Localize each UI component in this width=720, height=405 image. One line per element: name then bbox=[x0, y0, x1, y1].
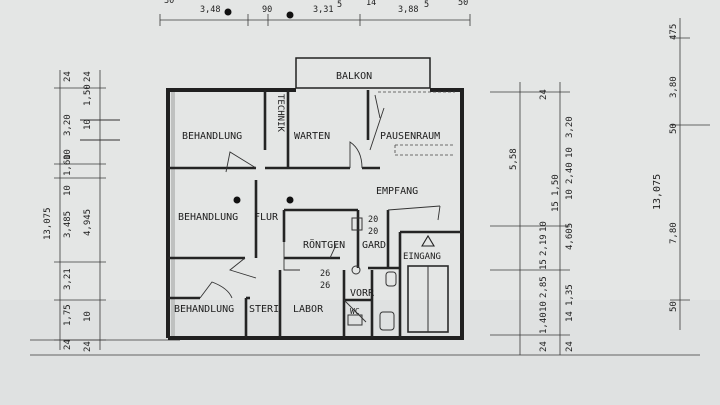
room-label-behandlung-1: BEHANDLUNG bbox=[182, 131, 242, 142]
left-dim-i: 10 bbox=[83, 311, 93, 322]
room-label-technik: TECHNIK bbox=[275, 94, 285, 133]
inner-dim-l2: 26 bbox=[320, 281, 330, 291]
right-dim-r: 14 bbox=[565, 311, 575, 322]
right-dim-h: 1,40 bbox=[539, 312, 549, 334]
room-label-behandlung-3: BEHANDLUNG bbox=[174, 304, 234, 315]
left-dim-n: 24 bbox=[83, 71, 93, 82]
far-right-dim-b: 3,80 bbox=[669, 76, 679, 98]
left-dim-a: 24 bbox=[63, 71, 73, 82]
room-label-pausenraum: PAUSENRAUM bbox=[380, 131, 440, 142]
right-dim-i: 24 bbox=[539, 341, 549, 352]
punch-hole-mid-right bbox=[286, 196, 294, 204]
right-dim-o: 15 bbox=[551, 201, 561, 212]
right-dimension-chain: 24 5,58 10 2,19 15 2,85 10 1,40 24 3,20 … bbox=[490, 82, 575, 355]
top-dim-6: 50 bbox=[458, 0, 468, 8]
room-label-steril: STERI bbox=[249, 304, 279, 315]
right-dim-p: 4,605 bbox=[565, 223, 575, 250]
right-dim-q: 1,35 bbox=[565, 284, 575, 306]
top-dimension-chain: 3,48 90 3,31 5 14 3,88 5 50 30 bbox=[159, 0, 471, 26]
building-outline bbox=[166, 57, 464, 340]
far-right-dim-overall: 13,075 bbox=[652, 174, 663, 210]
left-dim-d: 1,60 bbox=[63, 154, 73, 176]
inner-dim-g1: 20 bbox=[368, 215, 378, 225]
room-label-roentgen: RÖNTGEN bbox=[303, 238, 345, 251]
right-dim-a: 24 bbox=[539, 89, 549, 100]
top-dim-3: 3,31 bbox=[313, 5, 333, 15]
top-dim-5: 3,88 bbox=[398, 5, 418, 15]
top-dim-5b: 5 bbox=[424, 0, 429, 10]
right-dim-s: 24 bbox=[565, 341, 575, 352]
left-dim-overall: 13,075 bbox=[43, 207, 53, 240]
room-label-flur: FLUR bbox=[254, 212, 279, 223]
top-dim-3b: 5 bbox=[337, 0, 342, 10]
left-dim-c: 10 bbox=[63, 149, 73, 160]
top-dim-1: 3,48 bbox=[200, 5, 220, 15]
right-dim-c: 10 bbox=[539, 221, 549, 232]
right-dim-m: 10 bbox=[565, 189, 575, 200]
left-dim-l: 10 bbox=[83, 119, 93, 130]
right-dim-f: 2,85 bbox=[539, 276, 549, 298]
room-label-vorr: VORR bbox=[350, 288, 375, 299]
top-dim-7: 30 bbox=[164, 0, 174, 6]
room-label-gard: GARD bbox=[362, 240, 386, 251]
room-label-wc: WC bbox=[350, 307, 360, 316]
left-dim-k: 1,50 bbox=[83, 84, 93, 106]
punch-hole-top-left bbox=[224, 8, 232, 16]
far-right-dim-e: 50 bbox=[669, 301, 679, 312]
balcony-outline bbox=[295, 57, 431, 89]
top-dim-2: 90 bbox=[262, 5, 272, 15]
punch-hole-top-right bbox=[286, 11, 294, 19]
left-dim-g: 3,21 bbox=[63, 268, 73, 290]
left-dim-f: 3,485 bbox=[63, 211, 73, 238]
room-label-behandlung-2: BEHANDLUNG bbox=[178, 212, 238, 223]
entrance-arrow-icon bbox=[421, 234, 435, 247]
room-label-labor: LABOR bbox=[293, 304, 324, 315]
top-dim-4: 14 bbox=[366, 0, 376, 8]
sanitary-fixtures bbox=[347, 217, 435, 331]
right-dim-l: 2,40 bbox=[565, 162, 575, 184]
room-label-balkon: BALKON bbox=[336, 71, 372, 82]
right-dim-b: 5,58 bbox=[509, 148, 519, 170]
right-dim-g: 10 bbox=[539, 301, 549, 312]
right-dim-k: 10 bbox=[565, 147, 575, 158]
punch-hole-mid-left bbox=[233, 196, 241, 204]
inner-dim-l1: 26 bbox=[320, 269, 330, 279]
interior-walls bbox=[168, 90, 462, 338]
left-dimension-chain: 13,075 24 3,20 10 1,60 10 3,485 3,21 1,7… bbox=[43, 70, 120, 352]
door-swings bbox=[199, 91, 455, 323]
far-right-dim-d: 7,80 bbox=[669, 222, 679, 244]
room-label-warten: WARTEN bbox=[294, 131, 330, 142]
left-dim-m: 4,945 bbox=[83, 209, 93, 236]
right-dim-d: 2,19 bbox=[539, 234, 549, 256]
left-dim-e: 10 bbox=[63, 185, 73, 196]
right-dim-j: 3,20 bbox=[565, 116, 575, 138]
left-dim-o: 24 bbox=[83, 341, 93, 352]
far-right-dim-c: 50 bbox=[669, 123, 679, 134]
inner-dim-g2: 20 bbox=[368, 227, 378, 237]
far-right-dimension-chain: 13,075 475 3,80 50 7,80 50 bbox=[652, 18, 710, 330]
left-dim-j: 24 bbox=[63, 339, 73, 350]
room-label-eingang: EINGANG bbox=[403, 252, 441, 262]
left-dim-b: 3,20 bbox=[63, 114, 73, 136]
left-dim-h: 1,75 bbox=[63, 304, 73, 326]
right-dim-n: 1,50 bbox=[551, 174, 561, 196]
room-label-empfang: EMPFANG bbox=[376, 186, 418, 197]
right-dim-e: 15 bbox=[539, 259, 549, 270]
far-right-dim-a: 475 bbox=[669, 24, 679, 40]
